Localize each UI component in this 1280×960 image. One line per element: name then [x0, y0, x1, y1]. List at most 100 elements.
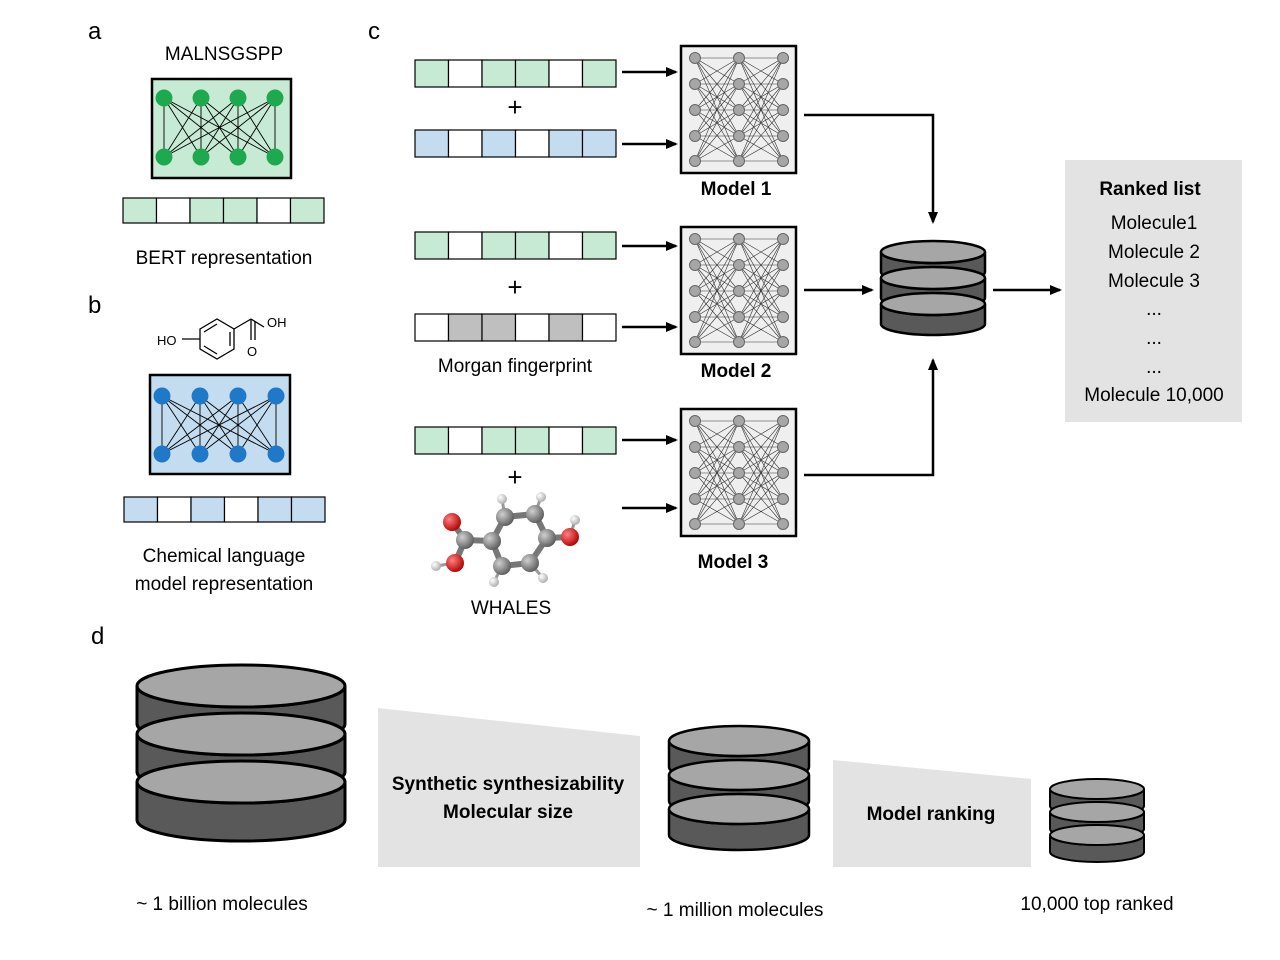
network-node [733, 233, 745, 245]
network-node [689, 415, 701, 427]
ensemble-arrows [804, 113, 1062, 477]
panel-c: + + + Morgan fingerprint WHALES [414, 44, 1242, 619]
network-node [689, 259, 701, 271]
vector-cell [155, 197, 191, 224]
database-segment-top [1049, 824, 1145, 846]
ranked-list-item: Molecule1 [1111, 213, 1198, 234]
ranked-list-item: ... [1146, 357, 1162, 378]
network-node [777, 78, 789, 90]
vector-cell [481, 59, 517, 88]
database-segment-top [667, 758, 811, 792]
hydroxybenzoic-acid-structure [182, 318, 265, 360]
network-node [733, 78, 745, 90]
whales-3d-molecule [431, 492, 580, 587]
network-node [777, 52, 789, 64]
network-node [229, 89, 247, 107]
network-node [733, 52, 745, 64]
vector-cell [581, 426, 617, 455]
network-node [777, 259, 789, 271]
vector-cell [189, 197, 225, 224]
vector-cell [222, 197, 258, 224]
vector-cell [414, 426, 450, 455]
network-node [155, 89, 173, 107]
clm-vector-1 [414, 129, 617, 158]
network-node [777, 285, 789, 297]
morgan-fingerprint-vector [414, 313, 617, 342]
bert-vector-1 [414, 59, 617, 88]
database-segment-top [879, 291, 987, 317]
vector-cell [548, 231, 584, 260]
ranked-list-item: Molecule 2 [1108, 242, 1200, 263]
database-segment-top [879, 265, 987, 291]
network-node [229, 387, 247, 405]
clm-caption-line2: model representation [135, 574, 314, 595]
million-database-icon [667, 724, 811, 852]
model-2-label: Model 2 [701, 361, 772, 382]
network-node [689, 104, 701, 116]
network-node [777, 104, 789, 116]
network-node [777, 415, 789, 427]
vector-cell [122, 197, 158, 224]
network-node [689, 311, 701, 323]
ranked-list-item: ... [1146, 328, 1162, 349]
db3-caption: 10,000 top ranked [1020, 894, 1173, 915]
vector-cell [548, 426, 584, 455]
bert-vector-3 [414, 426, 617, 455]
network-node [267, 387, 285, 405]
panel-label-d: d [91, 623, 104, 650]
vector-cell [581, 313, 617, 342]
network-node [689, 130, 701, 142]
network-node [777, 441, 789, 453]
top-ranked-database-icon [1049, 778, 1145, 863]
network-node [229, 148, 247, 166]
database-segment-top [667, 724, 811, 758]
panel-b: OH O HO Chemical language model represen… [123, 315, 326, 595]
vector-cell [514, 129, 550, 158]
network-node [733, 336, 745, 348]
ranked-list-item: ... [1146, 299, 1162, 320]
database-segment-top [879, 239, 987, 265]
filter-2-label: Model ranking [867, 804, 996, 825]
bert-caption: BERT representation [136, 248, 313, 269]
network-node [689, 493, 701, 505]
filter-1-line2: Molecular size [443, 802, 573, 823]
vector-cell [481, 231, 517, 260]
network-node [689, 441, 701, 453]
network-node [267, 445, 285, 463]
database-segment-top [135, 759, 347, 805]
vector-cell [481, 313, 517, 342]
db1-caption: ~ 1 billion molecules [136, 894, 308, 915]
clm-caption-line1: Chemical language [143, 546, 306, 567]
billion-database-icon [135, 663, 347, 843]
panel-a: MALNSGSPP BERT representation [122, 44, 325, 269]
db2-caption: ~ 1 million molecules [647, 900, 824, 921]
panel-label-a: a [88, 18, 102, 45]
panel-label-b: b [88, 292, 101, 319]
input-arrows [622, 67, 678, 513]
vector-cell [223, 496, 259, 523]
network-node [777, 518, 789, 530]
bert-vector [122, 197, 325, 224]
network-node [777, 336, 789, 348]
vector-cell [447, 59, 483, 88]
network-node [689, 155, 701, 167]
vector-cell [123, 496, 159, 523]
model-3-label: Model 3 [698, 552, 769, 573]
network-node [689, 518, 701, 530]
vector-cell [289, 197, 325, 224]
vector-cell [156, 496, 192, 523]
ranked-list-item: Molecule 3 [1108, 271, 1200, 292]
model-3-network [679, 407, 798, 538]
vector-cell [414, 129, 450, 158]
network-node [733, 104, 745, 116]
vector-cell [548, 129, 584, 158]
network-node [733, 155, 745, 167]
oh-label: OH [267, 315, 287, 330]
ho-label: HO [157, 333, 177, 348]
network-node [777, 130, 789, 142]
vector-cell [514, 59, 550, 88]
vector-cell [548, 59, 584, 88]
panel-label-c: c [368, 18, 380, 45]
